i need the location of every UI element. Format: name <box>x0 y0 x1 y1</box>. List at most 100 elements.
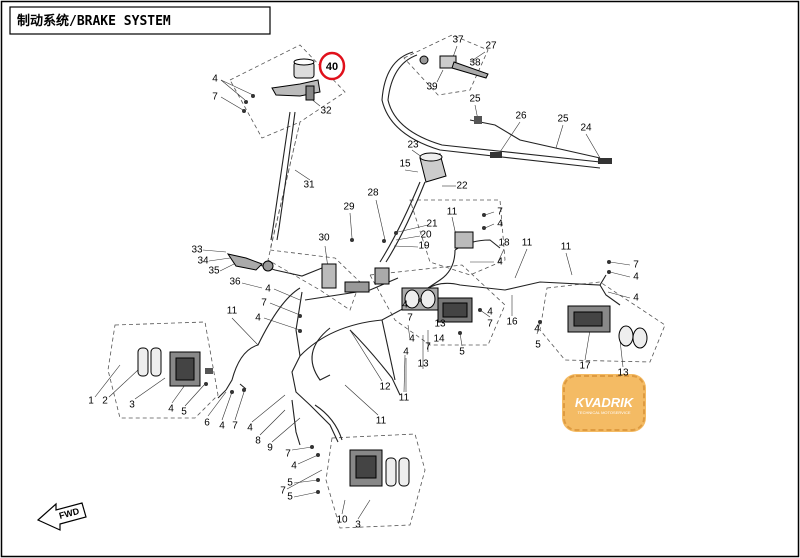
watermark-tagline: TECHNICAL MOTOSERVICE <box>577 410 630 415</box>
rear-right-caliper <box>567 305 648 349</box>
callout-label[interactable]: 7 <box>487 319 493 330</box>
callout-label[interactable]: 3 <box>355 520 361 531</box>
callout-label[interactable]: 14 <box>433 334 445 345</box>
kvadrik-watermark-logo: KVADRIK TECHNICAL MOTOSERVICE <box>562 374 646 432</box>
callout-label[interactable]: 3 <box>129 400 135 411</box>
callout-label[interactable]: 29 <box>343 202 355 213</box>
callout-label[interactable]: 4 <box>497 257 503 268</box>
callout-label[interactable]: 11 <box>227 306 238 317</box>
callout-label[interactable]: 25 <box>557 114 569 125</box>
callout-label[interactable]: 5 <box>181 407 187 418</box>
callout-label[interactable]: 17 <box>579 361 591 372</box>
callout-label[interactable]: 4 <box>255 313 261 324</box>
callout-label[interactable]: 4 <box>409 334 415 345</box>
callout-label[interactable]: 7 <box>407 313 413 324</box>
callout-label[interactable]: 4 <box>247 423 253 434</box>
callout-label[interactable]: 7 <box>261 298 267 309</box>
highlighted-part-40[interactable]: 40 <box>318 51 346 81</box>
diagram-title: 制动系统/BRAKE SYSTEM <box>17 13 171 29</box>
callout-label[interactable]: 39 <box>426 82 438 93</box>
callout-label[interactable]: 4 <box>402 300 408 311</box>
callout-label[interactable]: 20 <box>420 230 432 241</box>
highlight-ring <box>318 51 346 81</box>
callout-label[interactable]: 7 <box>212 92 218 103</box>
callout-label[interactable]: 7 <box>633 260 639 271</box>
fwd-arrow-icon: FWD <box>36 502 87 531</box>
leader-lines <box>94 45 631 520</box>
center-calipers <box>401 231 474 323</box>
callout-label[interactable]: 30 <box>318 233 330 244</box>
callout-label[interactable]: 16 <box>506 317 518 328</box>
callout-label[interactable]: 4 <box>534 324 540 335</box>
callout-label[interactable]: 13 <box>617 368 629 379</box>
callout-label[interactable]: 10 <box>336 515 348 526</box>
callout-label[interactable]: 4 <box>168 404 174 415</box>
callout-label[interactable]: 26 <box>515 111 527 122</box>
callout-label[interactable]: 4 <box>265 284 271 295</box>
callout-label[interactable]: 13 <box>434 319 446 330</box>
brake-pedal-assembly <box>226 253 274 272</box>
callout-label[interactable]: 37 <box>452 35 464 46</box>
callout-label[interactable]: 7 <box>497 207 503 218</box>
callout-label[interactable]: 24 <box>580 123 592 134</box>
bolts <box>204 94 611 494</box>
callout-label[interactable]: 32 <box>320 106 332 117</box>
callout-label[interactable]: 25 <box>469 94 481 105</box>
callout-label[interactable]: 6 <box>204 418 210 429</box>
front-right-caliper <box>349 449 410 487</box>
callout-label[interactable]: 2 <box>102 396 108 407</box>
brake-lines <box>217 51 621 446</box>
callout-label[interactable]: 18 <box>498 238 510 249</box>
callout-label[interactable]: 12 <box>379 382 391 393</box>
brake-switch-connectors <box>474 116 612 164</box>
callout-label[interactable]: 4 <box>633 272 639 283</box>
callout-label[interactable]: 5 <box>535 340 541 351</box>
watermark-brand: KVADRIK <box>575 395 635 410</box>
callout-label[interactable]: 15 <box>399 159 411 170</box>
callout-label[interactable]: 23 <box>407 140 419 151</box>
front-left-caliper <box>137 347 213 387</box>
callout-label[interactable]: 28 <box>367 188 379 199</box>
rear-master-cylinder <box>321 263 390 293</box>
callout-label[interactable]: 5 <box>287 478 293 489</box>
callout-label[interactable]: 11 <box>561 242 572 253</box>
callout-label[interactable]: 7 <box>425 342 431 353</box>
callout-label[interactable]: 33 <box>191 245 203 256</box>
callout-label[interactable]: 19 <box>418 241 430 252</box>
callout-label[interactable]: 27 <box>485 41 497 52</box>
callout-label[interactable]: 38 <box>469 58 481 69</box>
callout-label[interactable]: 34 <box>197 256 209 267</box>
callout-label[interactable]: 31 <box>303 180 315 191</box>
callout-label[interactable]: 11 <box>376 416 387 427</box>
callout-label[interactable]: 4 <box>212 74 218 85</box>
callout-label[interactable]: 9 <box>267 443 273 454</box>
rear-reservoir <box>419 152 447 183</box>
callout-label[interactable]: 22 <box>456 181 468 192</box>
callout-label[interactable]: 13 <box>417 359 429 370</box>
callout-label[interactable]: 35 <box>208 266 220 277</box>
callout-label[interactable]: 4 <box>291 461 297 472</box>
handlebar-lever-assembly <box>419 55 489 79</box>
callout-label[interactable]: 11 <box>447 207 458 218</box>
callout-label[interactable]: 36 <box>229 277 241 288</box>
callout-label[interactable]: 7 <box>280 486 286 497</box>
callout-label[interactable]: 4 <box>403 347 409 358</box>
callout-label[interactable]: 4 <box>219 421 225 432</box>
callout-label[interactable]: 1 <box>88 396 94 407</box>
callout-label[interactable]: 4 <box>487 307 493 318</box>
callout-label[interactable]: 11 <box>399 393 410 404</box>
callout-label[interactable]: 5 <box>287 492 293 503</box>
callout-label[interactable]: 7 <box>232 421 238 432</box>
callout-label[interactable]: 7 <box>285 449 291 460</box>
callout-label[interactable]: 5 <box>459 347 465 358</box>
callout-label[interactable]: 21 <box>426 219 438 230</box>
highlight-label: 40 <box>326 61 338 73</box>
callout-label[interactable]: 4 <box>633 293 639 304</box>
callout-label[interactable]: 11 <box>522 238 533 249</box>
callout-label[interactable]: 4 <box>497 219 503 230</box>
callout-label[interactable]: 8 <box>255 436 261 447</box>
master-cylinder-front <box>271 58 321 101</box>
